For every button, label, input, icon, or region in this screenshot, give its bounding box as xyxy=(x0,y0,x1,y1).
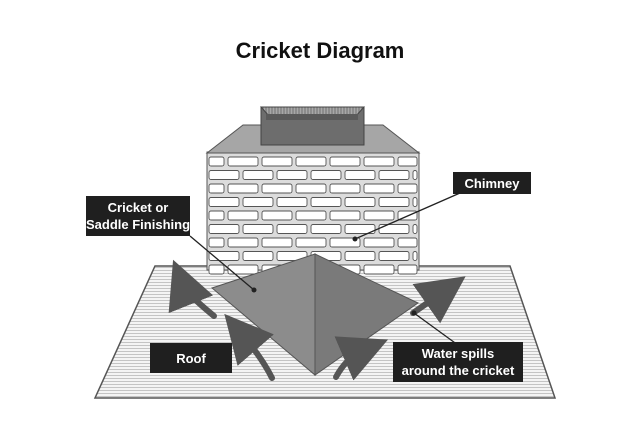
brick xyxy=(242,170,274,180)
brick xyxy=(310,197,342,207)
brick xyxy=(363,183,395,194)
label-chimney: Chimney xyxy=(453,172,531,194)
brick xyxy=(276,251,308,261)
brick xyxy=(412,224,418,234)
brick xyxy=(344,224,376,234)
chimney-bricks xyxy=(208,156,418,275)
brick xyxy=(276,197,308,207)
brick xyxy=(310,224,342,234)
brick xyxy=(363,237,395,248)
brick xyxy=(329,156,361,167)
brick xyxy=(261,210,293,221)
brick xyxy=(208,237,225,248)
brick xyxy=(208,210,225,221)
brick xyxy=(397,264,418,275)
brick xyxy=(397,237,418,248)
brick xyxy=(344,170,376,180)
brick xyxy=(295,210,327,221)
brick xyxy=(412,197,418,207)
brick xyxy=(344,251,376,261)
brick xyxy=(363,210,395,221)
brick xyxy=(227,156,259,167)
brick xyxy=(208,170,240,180)
brick xyxy=(208,183,225,194)
brick xyxy=(329,183,361,194)
brick xyxy=(378,197,410,207)
brick xyxy=(295,183,327,194)
brick xyxy=(276,170,308,180)
brick xyxy=(412,251,418,261)
label-cricket: Cricket or Saddle Finishing xyxy=(86,196,190,236)
chimney xyxy=(206,151,420,275)
brick xyxy=(329,237,361,248)
brick xyxy=(242,224,274,234)
brick xyxy=(378,170,410,180)
brick xyxy=(208,197,240,207)
brick xyxy=(208,224,240,234)
brick xyxy=(227,183,259,194)
brick xyxy=(295,156,327,167)
brick xyxy=(397,183,418,194)
brick xyxy=(208,156,225,167)
brick xyxy=(412,170,418,180)
brick xyxy=(276,224,308,234)
label-water: Water spills around the cricket xyxy=(393,342,523,382)
leader-dots xyxy=(251,236,417,316)
brick xyxy=(261,156,293,167)
brick xyxy=(227,264,259,275)
chimney-flue xyxy=(259,106,366,146)
brick xyxy=(227,210,259,221)
brick xyxy=(242,251,274,261)
label-roof: Roof xyxy=(150,343,232,373)
brick xyxy=(261,183,293,194)
brick xyxy=(378,251,410,261)
brick xyxy=(344,197,376,207)
brick xyxy=(397,156,418,167)
diagram-title: Cricket Diagram xyxy=(235,38,405,63)
brick xyxy=(363,156,395,167)
brick xyxy=(227,237,259,248)
brick xyxy=(242,197,274,207)
water-flow-arrows xyxy=(168,259,466,381)
brick xyxy=(295,237,327,248)
brick xyxy=(363,264,395,275)
brick xyxy=(310,170,342,180)
brick xyxy=(208,264,225,275)
brick xyxy=(329,210,361,221)
brick xyxy=(261,237,293,248)
